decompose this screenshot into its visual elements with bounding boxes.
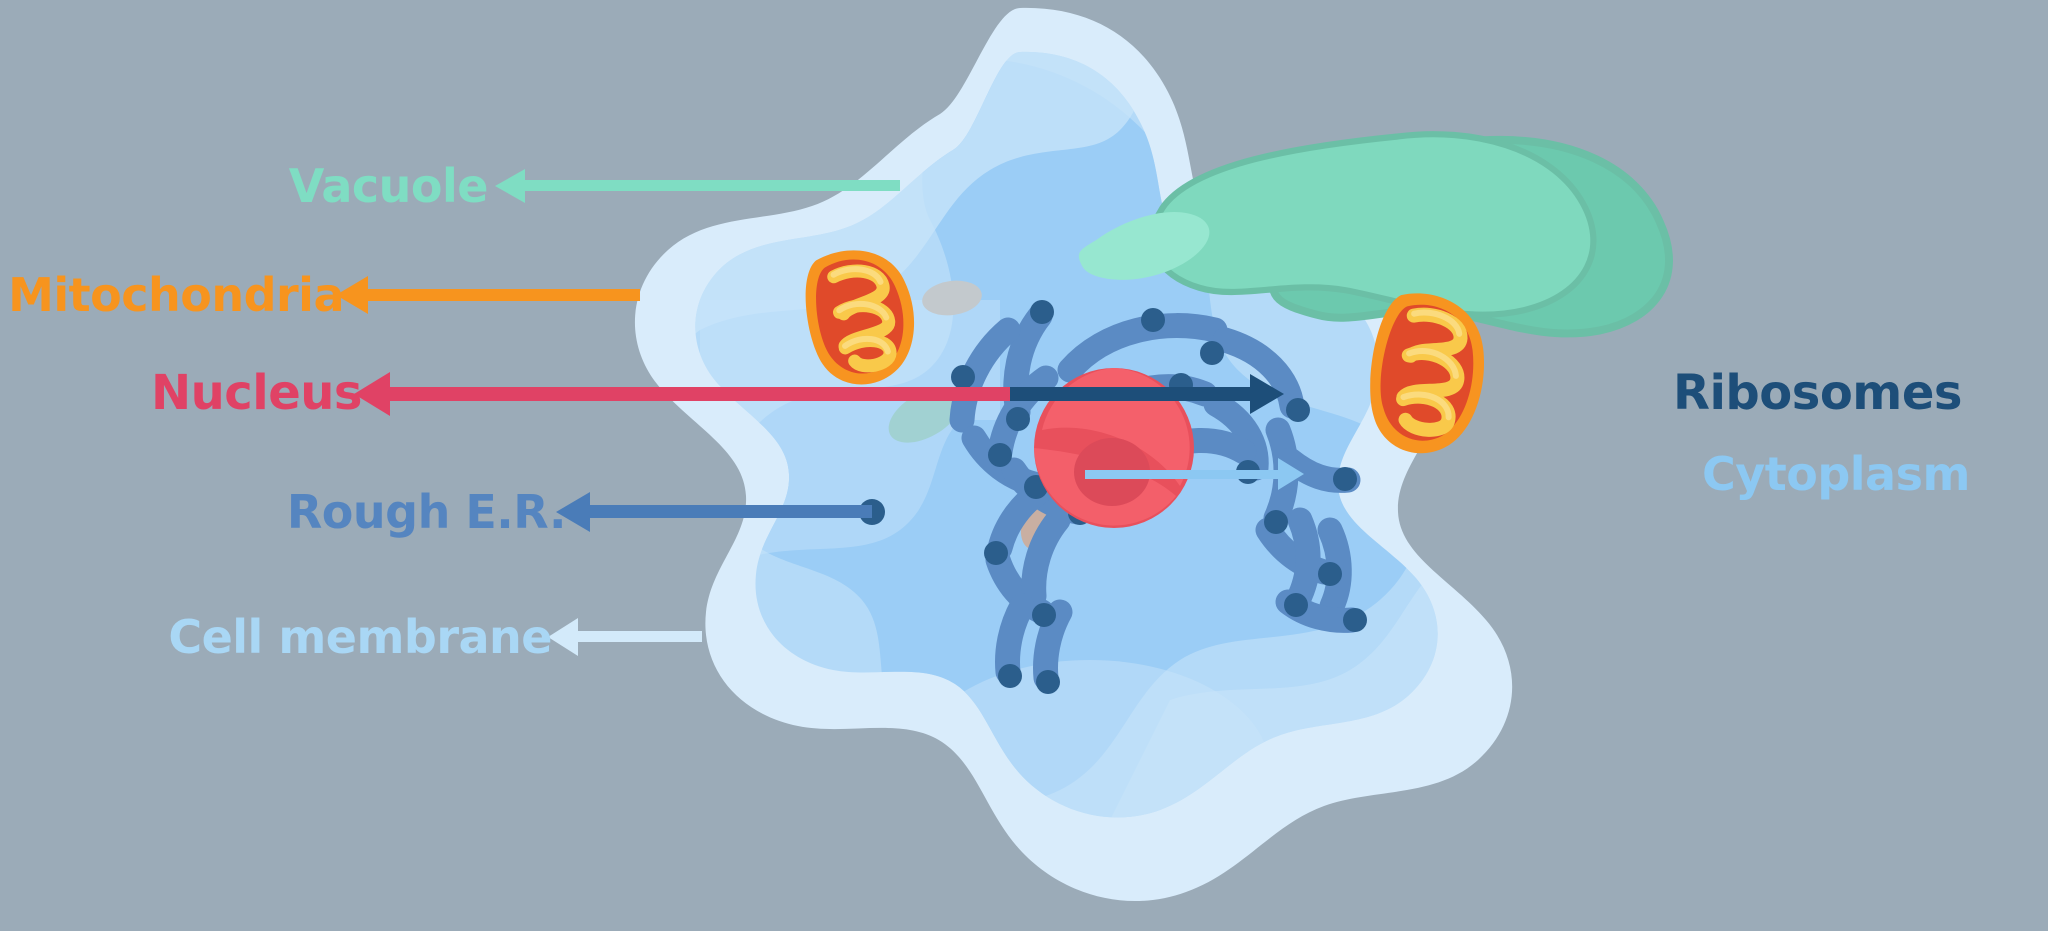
label-cytoplasm: Cytoplasm <box>1702 447 1970 501</box>
label-nucleus: Nucleus <box>150 365 363 421</box>
arrow-cytoplasm <box>1085 458 1304 490</box>
mitochondrion-left <box>805 250 914 385</box>
cytoplasm-shape <box>695 51 1438 818</box>
arrow-cell-membrane <box>548 618 702 656</box>
vacuole-organelle <box>1078 131 1673 338</box>
label-cell-membrane: Cell membrane <box>168 610 552 664</box>
label-rough-er: Rough E.R. <box>286 485 567 539</box>
label-ribosomes: Ribosomes <box>1673 365 1962 421</box>
arrow-vacuole <box>495 169 900 203</box>
arrow-mitochondria <box>336 276 640 314</box>
arrow-ribosomes <box>1010 374 1284 414</box>
arrow-nucleus <box>354 372 1125 416</box>
arrow-rough-er <box>556 492 872 532</box>
label-arrows <box>336 169 1304 656</box>
rough-er-ribosome-dots <box>859 300 1367 694</box>
mitochondrion-right <box>1370 293 1484 454</box>
label-mitochondria: Mitochondria <box>8 268 344 322</box>
label-vacuole: Vacuole <box>288 159 489 213</box>
teal-vesicle <box>888 387 962 443</box>
gray-vesicle <box>922 280 982 316</box>
